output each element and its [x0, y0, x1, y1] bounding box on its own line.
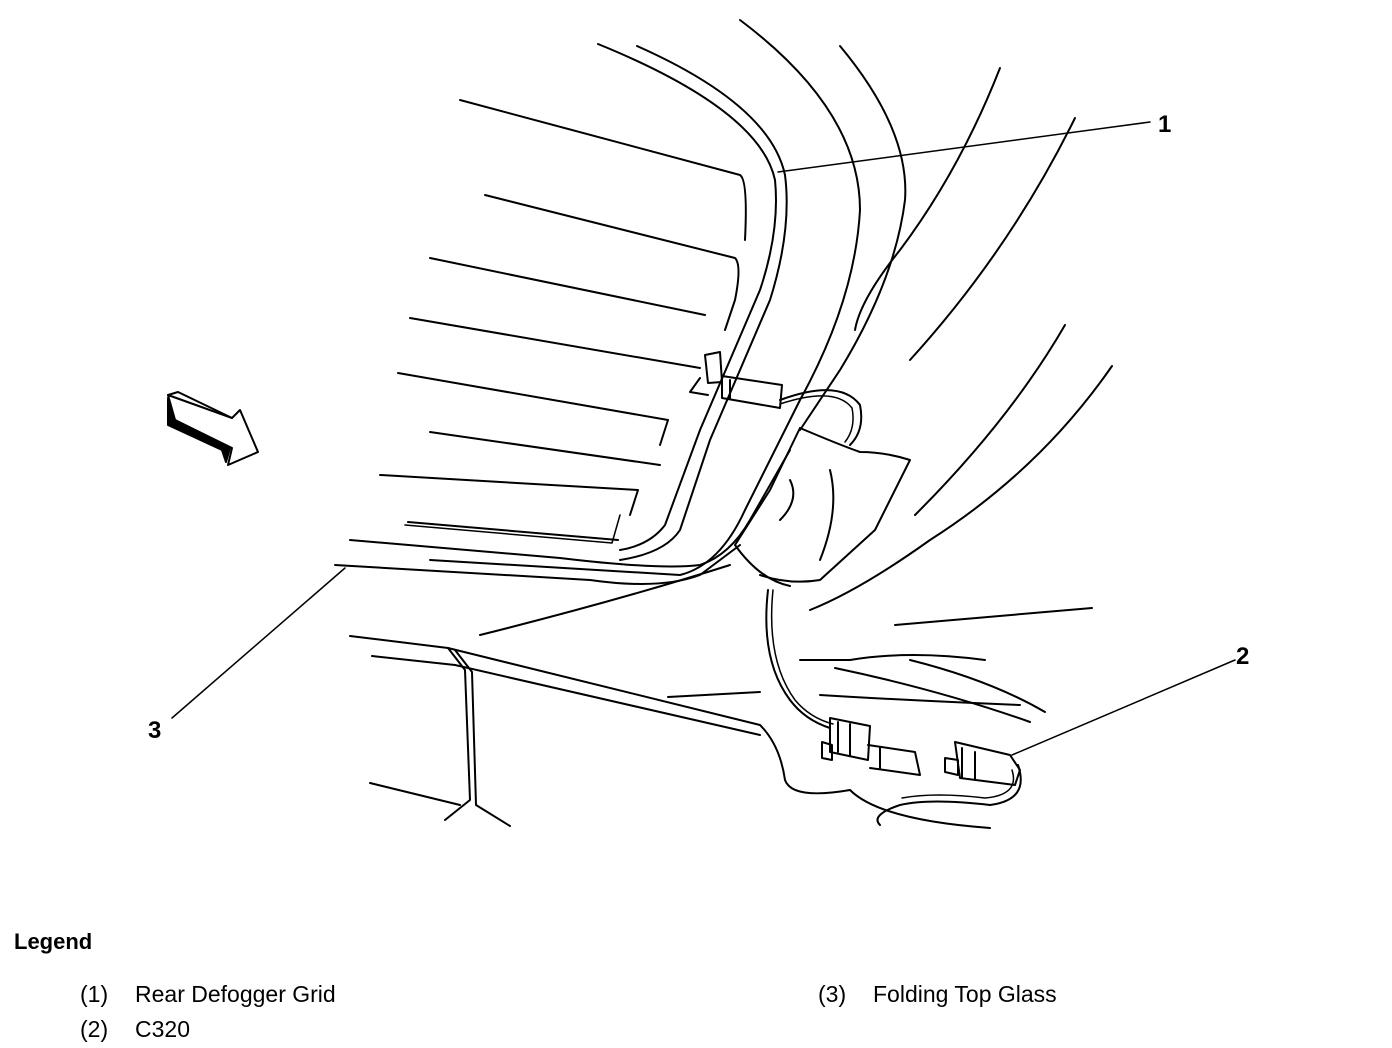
- legend-item-1: (1) Rear Defogger Grid: [80, 981, 336, 1008]
- glass-frame: [334, 19, 861, 636]
- defogger-diagram: 1 2 3: [148, 19, 1249, 829]
- body-panel-curves: [667, 45, 1113, 723]
- lower-trim: [349, 635, 991, 829]
- legend-item-text: C320: [135, 1016, 190, 1042]
- direction-arrow: [167, 391, 259, 466]
- callout-3: 3: [148, 717, 161, 744]
- legend-item-3: (3) Folding Top Glass: [818, 981, 1057, 1008]
- callout-1: 1: [1158, 111, 1171, 138]
- defogger-grid-lines: [379, 99, 747, 544]
- grid-connector: [689, 351, 863, 446]
- callout-2: 2: [1236, 643, 1249, 670]
- folding-strap: [734, 427, 911, 587]
- legend-item-number: (1): [80, 981, 109, 1007]
- legend-item-text: Rear Defogger Grid: [135, 981, 336, 1007]
- legend-item-text: Folding Top Glass: [873, 981, 1057, 1007]
- legend-item-number: (3): [818, 981, 847, 1007]
- callout-leaders: [171, 121, 1236, 756]
- legend-item-number: (2): [80, 1016, 109, 1042]
- legend-title: Legend: [14, 929, 93, 954]
- legend-item-2: (2) C320: [80, 1016, 190, 1043]
- c320-connector: [821, 717, 1021, 786]
- harness-wire: [765, 589, 1022, 826]
